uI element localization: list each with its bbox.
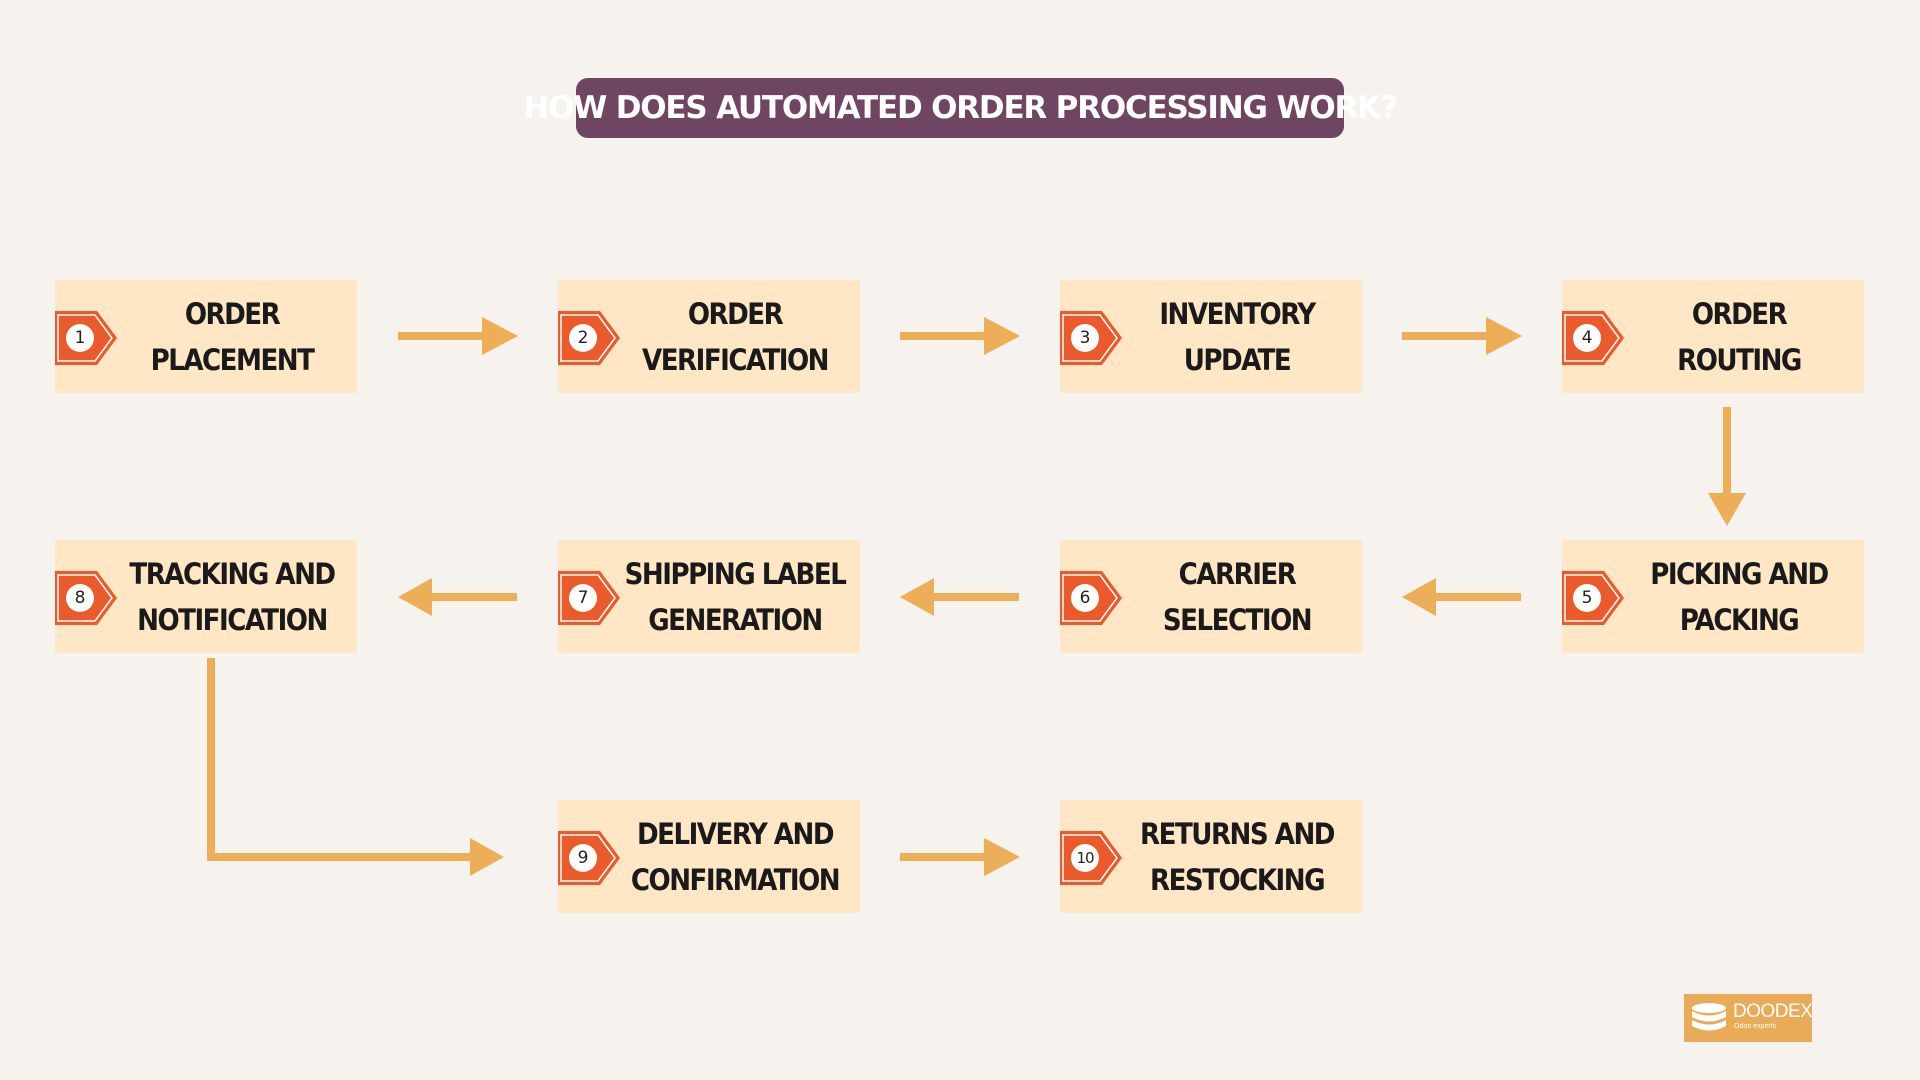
step-label-line1: ORDER	[687, 296, 784, 331]
step-number-badge: 1	[55, 311, 119, 365]
page-title: How does Automated Order Processing work…	[523, 78, 1398, 138]
step-tracking-and-notification: 8 TRACKING AND NOTIFICATION	[55, 540, 357, 653]
arrow-2-to-3	[900, 317, 1020, 355]
step-number: 6	[1079, 588, 1091, 608]
step-label-line1: ORDER	[184, 296, 281, 331]
step-number: 9	[577, 848, 589, 868]
step-returns-and-restocking: 10 RETURNS AND RESTOCKING	[1060, 800, 1362, 913]
step-carrier-selection: 6 CARRIER SELECTION	[1060, 540, 1362, 653]
step-label: ORDER ROUTING	[1622, 280, 1856, 393]
arrow-8-to-9	[207, 658, 504, 876]
logo-name: DOODEX	[1733, 1001, 1813, 1022]
step-label-line1: RETURNS AND	[1140, 816, 1335, 851]
step-label-line2: PACKING	[1679, 602, 1800, 637]
step-number-badge: 8	[55, 571, 119, 625]
step-label-line2: PLACEMENT	[150, 342, 315, 377]
database-stack-icon	[1692, 1003, 1726, 1031]
step-picking-and-packing: 5 PICKING AND PACKING	[1562, 540, 1864, 653]
step-number-badge: 4	[1562, 311, 1626, 365]
step-shipping-label-generation: 7 SHIPPING LABEL GENERATION	[558, 540, 860, 653]
step-label: INVENTORY UPDATE	[1120, 280, 1354, 393]
step-number: 3	[1079, 328, 1091, 348]
step-label-line1: TRACKING AND	[129, 556, 336, 591]
arrow-9-to-10	[900, 838, 1020, 876]
arrow-tag-icon	[1562, 311, 1624, 365]
step-label-line1: PICKING AND	[1650, 556, 1829, 591]
step-number-badge: 10	[1060, 831, 1124, 885]
arrow-5-to-6	[1402, 578, 1521, 616]
step-label-line1: ORDER	[1691, 296, 1788, 331]
step-number: 4	[1581, 328, 1593, 348]
step-number: 1	[74, 328, 86, 348]
arrow-tag-icon	[55, 311, 117, 365]
arrow-4-to-5	[1708, 407, 1746, 526]
step-label-line2: VERIFICATION	[642, 342, 829, 377]
step-label-line1: SHIPPING LABEL	[624, 556, 847, 591]
arrow-tag-icon	[1060, 831, 1122, 885]
step-number-badge: 2	[558, 311, 622, 365]
step-order-verification: 2 ORDER VERIFICATION	[558, 280, 860, 393]
step-number-badge: 6	[1060, 571, 1124, 625]
arrow-1-to-2	[398, 317, 518, 355]
step-label-line2: SELECTION	[1162, 602, 1313, 637]
step-number: 7	[577, 588, 589, 608]
arrow-tag-icon	[558, 571, 620, 625]
step-number-badge: 9	[558, 831, 622, 885]
step-label-line1: INVENTORY	[1159, 296, 1316, 331]
logo-tagline: Odoo experts	[1734, 1023, 1777, 1030]
step-label: ORDER PLACEMENT	[115, 280, 349, 393]
step-label: TRACKING AND NOTIFICATION	[115, 540, 349, 653]
arrow-tag-icon	[558, 831, 620, 885]
step-order-routing: 4 ORDER ROUTING	[1562, 280, 1864, 393]
step-label-line2: RESTOCKING	[1150, 862, 1326, 897]
step-number-badge: 3	[1060, 311, 1124, 365]
arrow-tag-icon	[1060, 571, 1122, 625]
arrow-tag-icon	[558, 311, 620, 365]
step-number: 2	[577, 328, 589, 348]
step-label-line2: CONFIRMATION	[630, 862, 841, 897]
step-number-badge: 5	[1562, 571, 1626, 625]
arrow-tag-icon	[55, 571, 117, 625]
step-label: RETURNS AND RESTOCKING	[1120, 800, 1354, 913]
step-label-line2: NOTIFICATION	[137, 602, 328, 637]
step-number: 10	[1076, 849, 1094, 867]
step-label-line2: GENERATION	[648, 602, 823, 637]
arrow-6-to-7	[900, 578, 1019, 616]
arrow-tag-icon	[1562, 571, 1624, 625]
step-label: CARRIER SELECTION	[1120, 540, 1354, 653]
step-label: PICKING AND PACKING	[1622, 540, 1856, 653]
arrow-7-to-8	[398, 578, 517, 616]
step-order-placement: 1 ORDER PLACEMENT	[55, 280, 357, 393]
step-label-line1: CARRIER	[1178, 556, 1297, 591]
step-label-line1: DELIVERY AND	[636, 816, 835, 851]
step-delivery-and-confirmation: 9 DELIVERY AND CONFIRMATION	[558, 800, 860, 913]
step-label-line2: UPDATE	[1183, 342, 1292, 377]
step-label: ORDER VERIFICATION	[618, 280, 852, 393]
step-label-line2: ROUTING	[1677, 342, 1802, 377]
title-text: How does Automated Order Processing work…	[523, 90, 1398, 126]
step-number: 5	[1581, 588, 1593, 608]
step-number: 8	[74, 588, 86, 608]
step-inventory-update: 3 INVENTORY UPDATE	[1060, 280, 1362, 393]
step-label: DELIVERY AND CONFIRMATION	[618, 800, 852, 913]
step-number-badge: 7	[558, 571, 622, 625]
arrow-tag-icon	[1060, 311, 1122, 365]
arrow-3-to-4	[1402, 317, 1522, 355]
doodex-logo: DOODEX Odoo experts	[1684, 994, 1813, 1042]
step-label: SHIPPING LABEL GENERATION	[618, 540, 852, 653]
